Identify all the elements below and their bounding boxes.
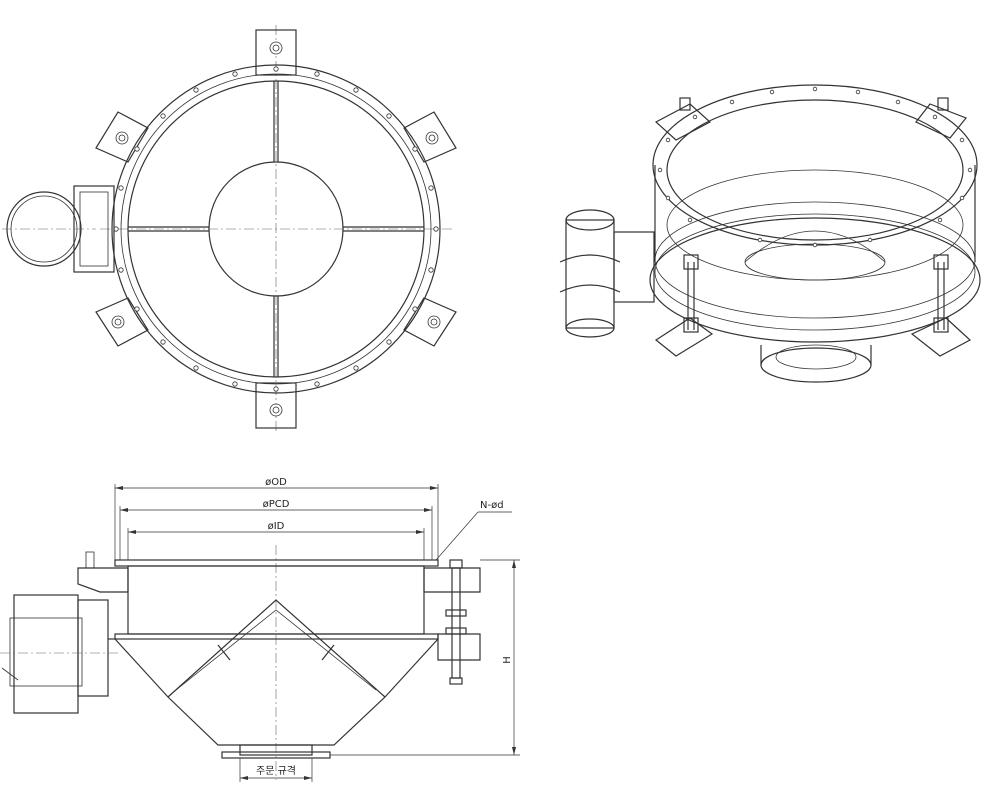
vibration-motor-top [2, 185, 115, 273]
top-view [2, 25, 457, 433]
bolt-holes [113, 66, 439, 392]
mounting-lug [95, 111, 457, 347]
iso-bolt-holes [657, 86, 973, 248]
isometric-view [559, 84, 981, 383]
mounting-lug [255, 29, 297, 429]
dimension-pcd: øPCD [119, 499, 433, 560]
dimension-height: H [330, 559, 520, 756]
bolt-hole-leader: N-ød [435, 500, 512, 561]
bolt-hole-label: N-ød [480, 500, 504, 511]
outer-flange [111, 64, 441, 394]
dimension-id: øID [127, 521, 425, 560]
outlet-circle [208, 161, 344, 297]
pcd-label: øPCD [263, 499, 290, 510]
dimension-od: øOD [114, 477, 439, 560]
inner-body [127, 80, 425, 378]
height-label: H [502, 656, 513, 664]
od-label: øOD [265, 477, 287, 488]
vibration-motor-side [0, 594, 118, 714]
dimension-outlet: 주문 규격 [239, 758, 313, 782]
top-flange [114, 559, 439, 567]
side-section-view: øOD øPCD øID N-ød [0, 477, 520, 782]
outlet-flange [239, 744, 313, 756]
id-label: øID [268, 521, 285, 532]
iso-top-flange [652, 84, 978, 246]
outlet-spec-label: 주문 규격 [256, 764, 296, 777]
iso-spring-mount [654, 97, 972, 357]
iso-vibration-motor [559, 209, 655, 338]
